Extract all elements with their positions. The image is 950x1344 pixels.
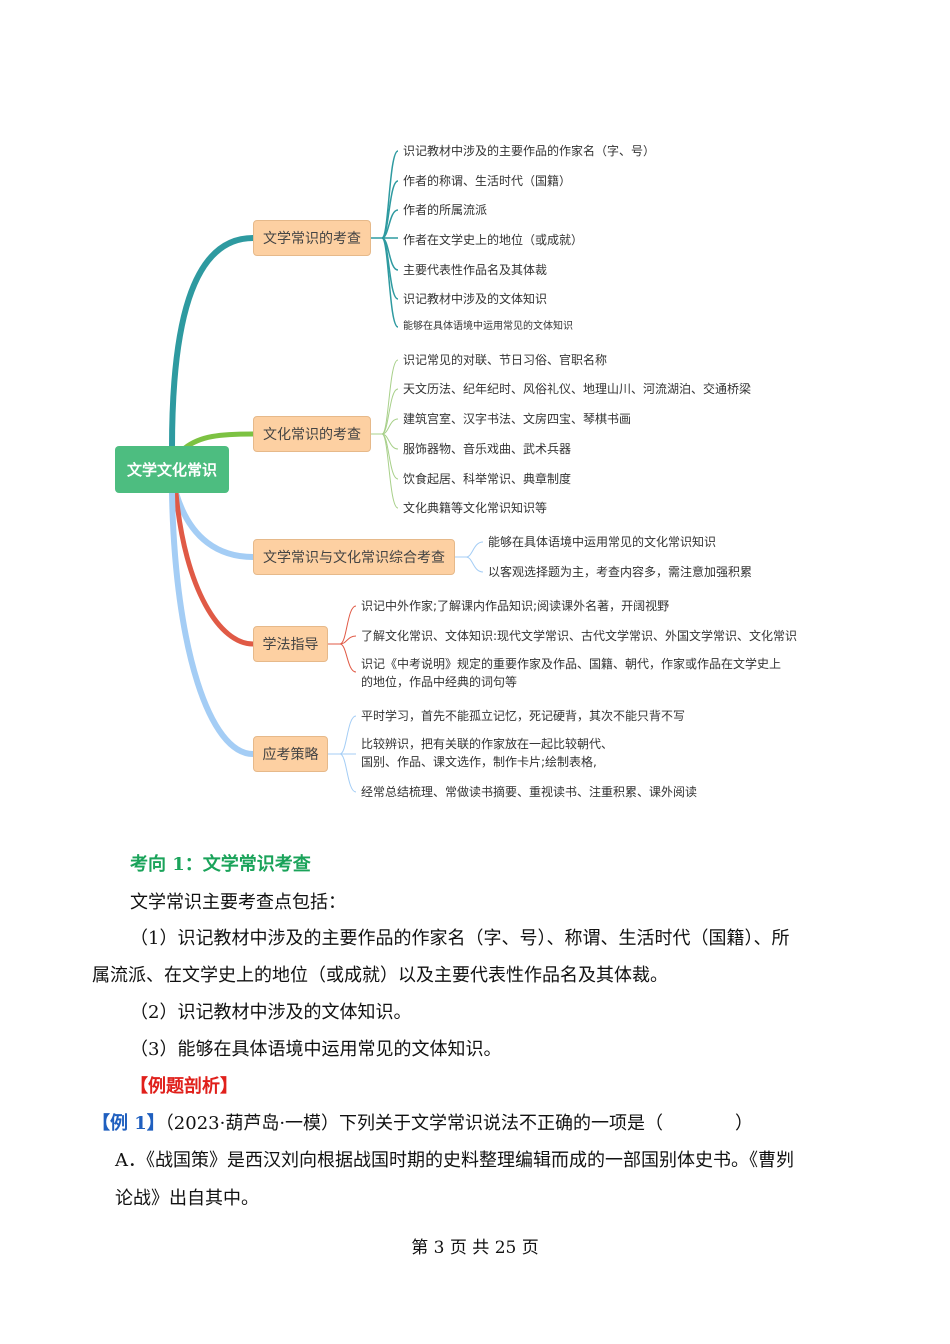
example-question: 【例 1】（2023·葫芦岛·一模）下列关于文学常识说法不正确的一项是（ ） (92, 1109, 753, 1135)
branch-line-3 (173, 492, 254, 560)
leaf: 服饰器物、音乐戏曲、武术兵器 (403, 442, 572, 456)
leaf: 文化典籍等文化常识知识等 (403, 501, 548, 515)
bracket-2 (371, 359, 399, 509)
branch-literature: 文学常识的考查 (253, 220, 371, 256)
mindmap-root: 文学文化常识 (115, 446, 229, 493)
mindmap-connectors (169, 150, 484, 793)
paragraph: （2）识记教材中涉及的文体知识。 (130, 1002, 412, 1023)
leaf: 天文历法、纪年纪时、风俗礼仪、地理山川、河流湖泊、交通桥梁 (403, 382, 752, 396)
option-a: A．《战国策》是西汉刘向根据战国时期的史料整理编辑而成的一部国别体史书。《曹刿 (115, 1150, 794, 1171)
leaf: 识记常见的对联、节日习俗、官职名称 (403, 353, 608, 367)
example-label: 【例 1】 (92, 1113, 165, 1134)
branch-line-2 (183, 431, 254, 451)
paragraph: 文学常识主要考查点包括： (130, 892, 346, 913)
bracket-1 (371, 150, 399, 328)
leaf: 以客观选择题为主，考查内容多，需注意加强积累 (488, 565, 753, 579)
bracket-3 (455, 541, 484, 573)
leaf: 识记教材中涉及的文体知识 (403, 292, 548, 306)
branch-study-method: 学法指导 (253, 626, 328, 662)
leaf: 作者在文学史上的地位（或成就） (403, 233, 584, 247)
example-text: （2023·葫芦岛·一模）下列关于文学常识说法不正确的一项是（ ） (164, 1113, 754, 1134)
leaf: 的地位，作品中经典的词句等 (361, 675, 518, 689)
leaf: 了解文化常识、文体知识:现代文学常识、古代文学常识、外国文学常识、文化常识 (361, 629, 798, 643)
leaf: 识记《中考说明》规定的重要作家及作品、国籍、朝代，作家或作品在文学史上 (361, 657, 782, 671)
leaf: 建筑宫室、汉字书法、文房四宝、琴棋书画 (403, 412, 632, 426)
branch-culture: 文化常识的考查 (253, 416, 371, 452)
paragraph: （1）识记教材中涉及的主要作品的作家名（字、号）、称谓、生活时代（国籍）、所 (130, 928, 790, 949)
leaf: 作者的所属流派 (403, 203, 488, 217)
leaf: 平时学习，首先不能孤立记忆，死记硬背，其次不能只背不写 (361, 709, 686, 723)
branch-combined: 文学常识与文化常识综合考查 (253, 539, 455, 575)
paragraph: 属流派、在文学史上的地位（或成就）以及主要代表性作品名及其体裁。 (92, 965, 668, 986)
branch-exam-strategy: 应考策略 (253, 736, 328, 772)
branch-line-5 (169, 492, 254, 757)
branch-line-4 (173, 492, 254, 647)
leaf: 比较辨识，把有关联的作家放在一起比较朝代、 (361, 737, 614, 751)
example-section-title: 【例题剖析】 (130, 1076, 238, 1097)
leaf: 国别、作品、课文选作，制作卡片;绘制表格, (361, 755, 597, 769)
leaf: 经常总结梳理、常做读书摘要、重视读书、注重积累、课外阅读 (361, 785, 698, 799)
bracket-5 (328, 715, 357, 793)
leaf: 主要代表性作品名及其体裁 (403, 263, 548, 277)
leaf: 饮食起居、科举常识、典章制度 (403, 472, 572, 486)
leaf: 能够在具体语境中运用常见的文化常识知识 (488, 535, 717, 549)
paragraph: （3）能够在具体语境中运用常见的文体知识。 (130, 1039, 502, 1060)
option-a-cont: 论战》出自其中。 (115, 1188, 259, 1209)
bracket-4 (328, 605, 357, 673)
leaf: 能够在具体语境中运用常见的文体知识 (403, 321, 573, 332)
branch-line-1 (169, 235, 254, 449)
leaf: 识记中外作家;了解课内作品知识;阅读课外名著，开阔视野 (361, 599, 670, 613)
section-heading: 考向 1：文学常识考查 (130, 854, 311, 875)
page-footer: 第 3 页 共 25 页 (411, 1238, 539, 1258)
leaf: 作者的称谓、生活时代（国籍） (403, 174, 572, 188)
leaf: 识记教材中涉及的主要作品的作家名（字、号） (403, 144, 656, 158)
